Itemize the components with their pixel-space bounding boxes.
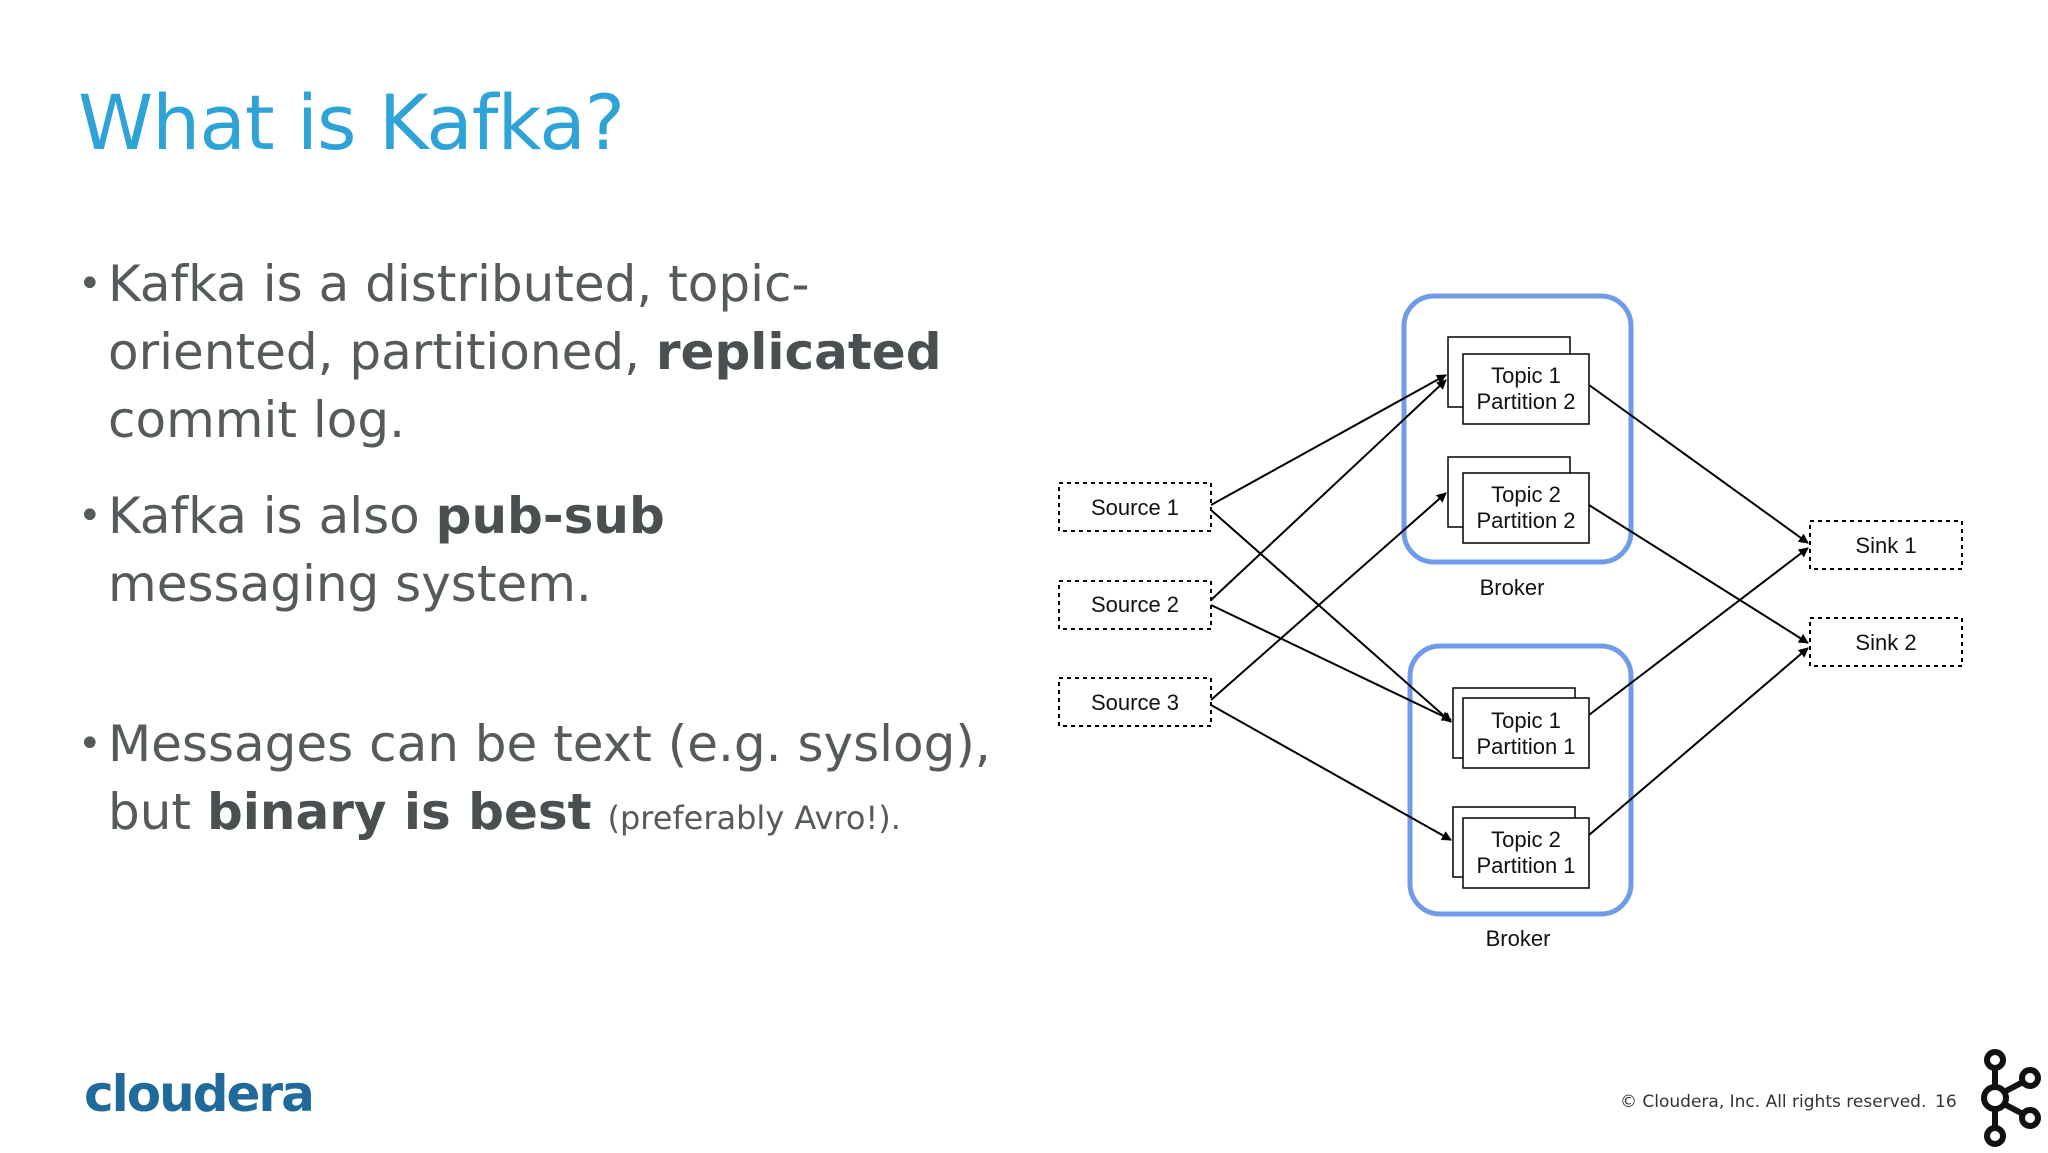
svg-text:Sink 1: Sink 1: [1855, 533, 1916, 558]
svg-text:Source 3: Source 3: [1091, 690, 1179, 715]
flow-arrows: [1210, 374, 1809, 841]
slide-title: What is Kafka?: [78, 78, 625, 167]
bullet-dot-icon: •: [78, 261, 102, 307]
partition-card: Topic 2 Partition 2: [1447, 456, 1590, 544]
partition-card: Topic 1 Partition 2: [1447, 336, 1590, 425]
partition-card: Topic 1 Partition 1: [1452, 687, 1590, 769]
svg-text:Partition 1: Partition 1: [1476, 853, 1575, 878]
broker-label: Broker: [1480, 575, 1545, 600]
bullet-dot-icon: •: [78, 493, 102, 539]
svg-text:Partition 2: Partition 2: [1476, 508, 1575, 533]
broker-label: Broker: [1486, 926, 1551, 951]
svg-text:Partition 1: Partition 1: [1476, 734, 1575, 759]
bullet-text: Kafka is also pub-sub messaging system.: [108, 487, 665, 613]
source-node: Source 3: [1058, 677, 1212, 727]
sink-node: Sink 2: [1809, 617, 1963, 667]
bullet-text: Kafka is a distributed, topic-oriented, …: [108, 255, 942, 449]
partition-card: Topic 2 Partition 1: [1452, 806, 1590, 889]
svg-text:Topic 2: Topic 2: [1491, 827, 1561, 852]
page-number: 16: [1935, 1092, 1957, 1112]
source-node: Source 1: [1058, 482, 1212, 532]
broker-box-1: [1401, 293, 1634, 565]
svg-text:Source 1: Source 1: [1091, 495, 1179, 520]
svg-text:Topic 1: Topic 1: [1491, 708, 1561, 733]
copyright-text: © Cloudera, Inc. All rights reserved.: [1620, 1092, 1927, 1112]
kafka-logo-icon: [1981, 1049, 2041, 1147]
bullet-text: Messages can be text (e.g. syslog), but …: [108, 715, 991, 841]
broker-box-2: [1407, 643, 1634, 917]
svg-text:Partition 2: Partition 2: [1476, 389, 1575, 414]
sink-node: Sink 1: [1809, 520, 1963, 570]
bullet-dot-icon: •: [78, 721, 102, 767]
svg-text:Topic 2: Topic 2: [1491, 482, 1561, 507]
svg-text:Sink 2: Sink 2: [1855, 630, 1916, 655]
svg-text:Topic 1: Topic 1: [1491, 363, 1561, 388]
svg-text:Source 2: Source 2: [1091, 592, 1179, 617]
cloudera-logo: cloudera: [84, 1065, 315, 1123]
source-node: Source 2: [1058, 580, 1212, 630]
